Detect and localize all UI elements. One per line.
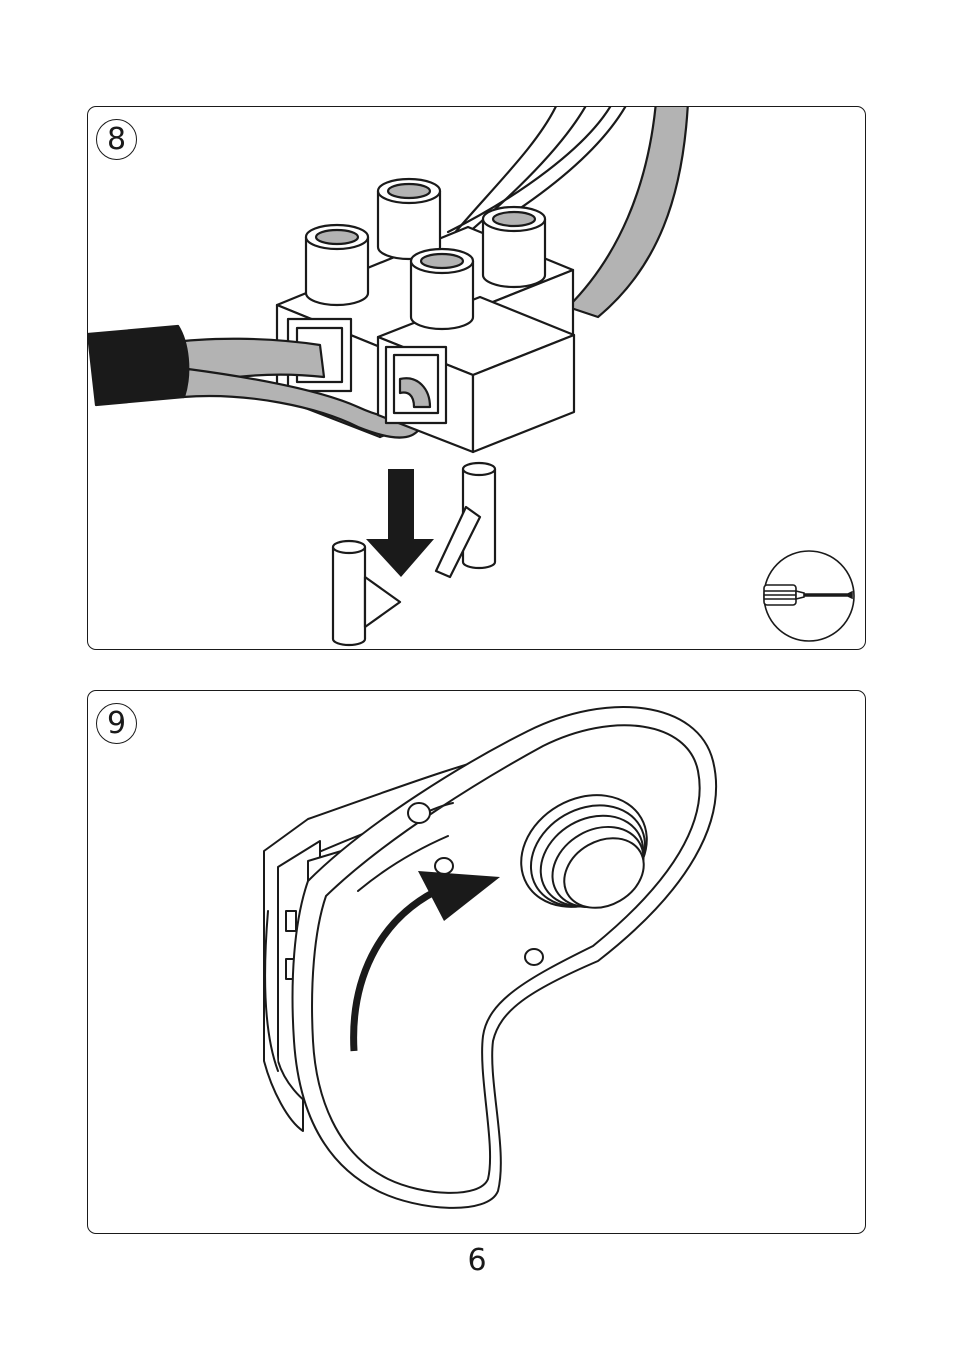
screw-hole: [525, 949, 543, 965]
step-8-panel: 8: [87, 106, 866, 650]
terminal-screw: [411, 249, 473, 329]
step-number-badge: 8: [96, 119, 137, 160]
terminal-block-illustration: [88, 107, 865, 649]
down-arrow-icon: [366, 469, 434, 577]
screw-hole: [408, 803, 430, 823]
page-number: 6: [0, 1246, 954, 1276]
wall-light-illustration: [88, 691, 865, 1233]
cable-sheath: [88, 326, 188, 405]
step-number-badge: 9: [96, 703, 137, 744]
lamp-housing: [293, 707, 717, 1208]
terminal-screw: [378, 179, 440, 259]
screwdriver-icon: [764, 551, 854, 641]
terminal-screw: [483, 207, 545, 287]
wall-plug: [436, 463, 495, 577]
terminal-screw: [306, 225, 368, 305]
step-9-panel: 9: [87, 690, 866, 1234]
screw-hole: [435, 858, 453, 874]
